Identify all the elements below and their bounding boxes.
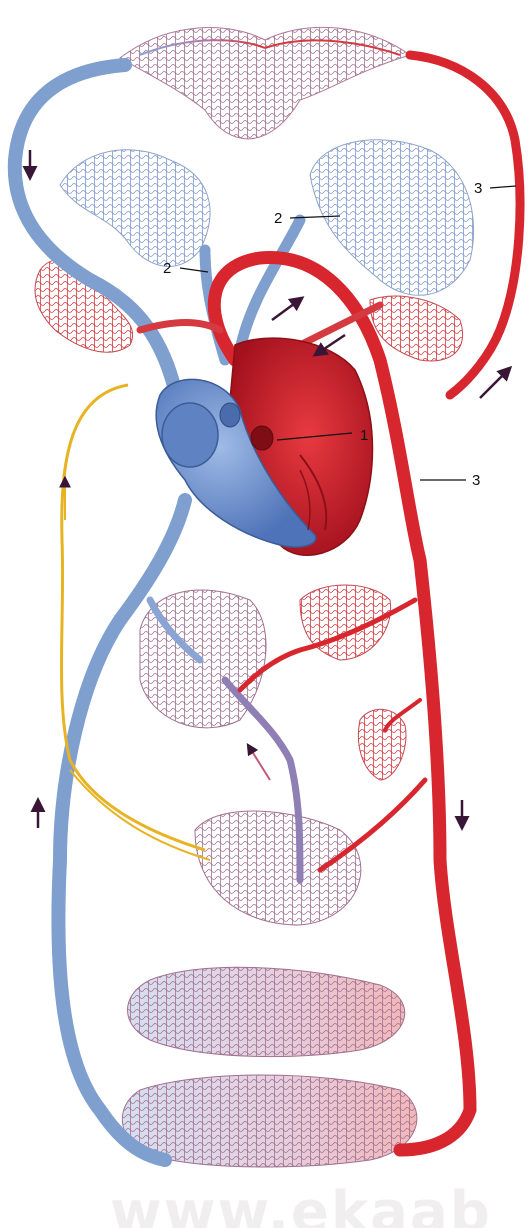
aortic-opening bbox=[251, 426, 273, 450]
label-aorta-upper: 3 bbox=[474, 180, 482, 197]
spleen-capillary-bed bbox=[358, 709, 406, 780]
lower-body-capillary-bed-upper bbox=[128, 967, 405, 1056]
label-heart: 1 bbox=[360, 427, 368, 444]
arrow-up-left-icon bbox=[248, 745, 270, 780]
head-capillary-bed bbox=[120, 27, 410, 139]
lymph-duct-branch bbox=[70, 770, 210, 860]
right-atrium bbox=[162, 403, 218, 467]
label-pulmonary-right: 2 bbox=[274, 210, 282, 227]
label-aorta-lower: 3 bbox=[472, 472, 480, 489]
watermark: www.ekaab bbox=[110, 1180, 531, 1228]
pulmonary-trunk-opening bbox=[220, 403, 240, 427]
intestine-capillary-bed bbox=[195, 811, 361, 925]
pulmonary-artery-right bbox=[240, 220, 300, 350]
mesenteric-artery bbox=[320, 780, 425, 870]
arrow-up-right-icon bbox=[272, 298, 302, 320]
heart bbox=[156, 338, 372, 555]
arrow-up-right-icon bbox=[480, 368, 510, 398]
label-pulmonary-left: 2 bbox=[163, 260, 171, 277]
pulmonary-vein-left bbox=[140, 323, 220, 331]
